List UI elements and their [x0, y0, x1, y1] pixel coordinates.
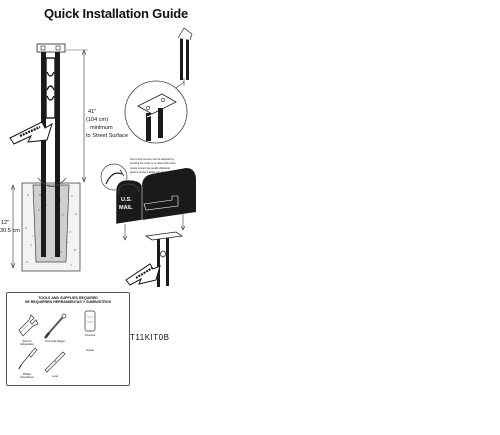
street-arrow: [9, 121, 53, 145]
ground-block: [21, 182, 81, 272]
height-cm-label: (104 cm): [86, 117, 108, 123]
mailbox-us-label: U.S.: [121, 197, 132, 203]
tools-title: TOOLS AND SUPPLIES REQUIRED SE REQUIEREN…: [7, 296, 129, 304]
digger-icon: [44, 313, 67, 339]
mailbox: U.S. MAIL: [115, 168, 196, 241]
caption-gravel: Gravel: [86, 349, 94, 352]
model-number: T11KIT0B: [130, 333, 170, 342]
latch-note-2: bending the hook up or down with pliers: [130, 161, 176, 165]
latch-note-1: Door Latch tension can be adjusted by: [130, 157, 175, 161]
minimum-label: minimum: [90, 125, 113, 131]
guide-title: Quick Installation Guide: [44, 6, 189, 21]
tools-illustrations: [18, 310, 96, 373]
caption-wrench: Wrench (Adjustable): [20, 340, 34, 346]
caption-digger: Post Hole Digger: [45, 340, 65, 343]
mailbox-post: [36, 43, 66, 257]
upper-post-detail: [177, 27, 193, 86]
street-surface-label: to Street Surface: [86, 133, 128, 139]
lower-post-detail: [144, 231, 184, 287]
mailbox-mail-label: MAIL: [119, 205, 133, 211]
caption-concrete: Concrete: [84, 334, 96, 337]
bracket-zoom-circle: [124, 80, 188, 144]
depth-in-label: 12": [1, 220, 9, 226]
caption-screwdriver: Phillips Screwdriver: [20, 373, 34, 379]
depth-dimension: 12" 30.5 cm: [0, 184, 20, 269]
concrete-icon: [84, 310, 96, 332]
wrench-icon: [18, 314, 39, 337]
height-in-label: 41": [88, 109, 96, 115]
screwdriver-icon: [18, 347, 38, 370]
latch-note-3: Ajuste tension de pestillo doblando: [130, 166, 171, 170]
level-icon: [44, 351, 66, 373]
latch-note-4: gancho arriba o abajo con alicates: [130, 170, 170, 174]
tools-title-es: SE REQUIEREN HERRAMIENTAS Y SUMINISTROS: [24, 300, 112, 305]
tools-title-en: TOOLS AND SUPPLIES REQUIRED: [38, 296, 98, 300]
depth-cm-label: 30.5 cm: [0, 228, 20, 234]
caption-level: Level: [51, 375, 59, 378]
lower-street-arrow: [125, 263, 161, 286]
tools-box: TOOLS AND SUPPLIES REQUIRED SE REQUIEREN…: [6, 292, 130, 386]
height-dimension: 41" (104 cm) minimum to Street Surface: [66, 49, 128, 183]
